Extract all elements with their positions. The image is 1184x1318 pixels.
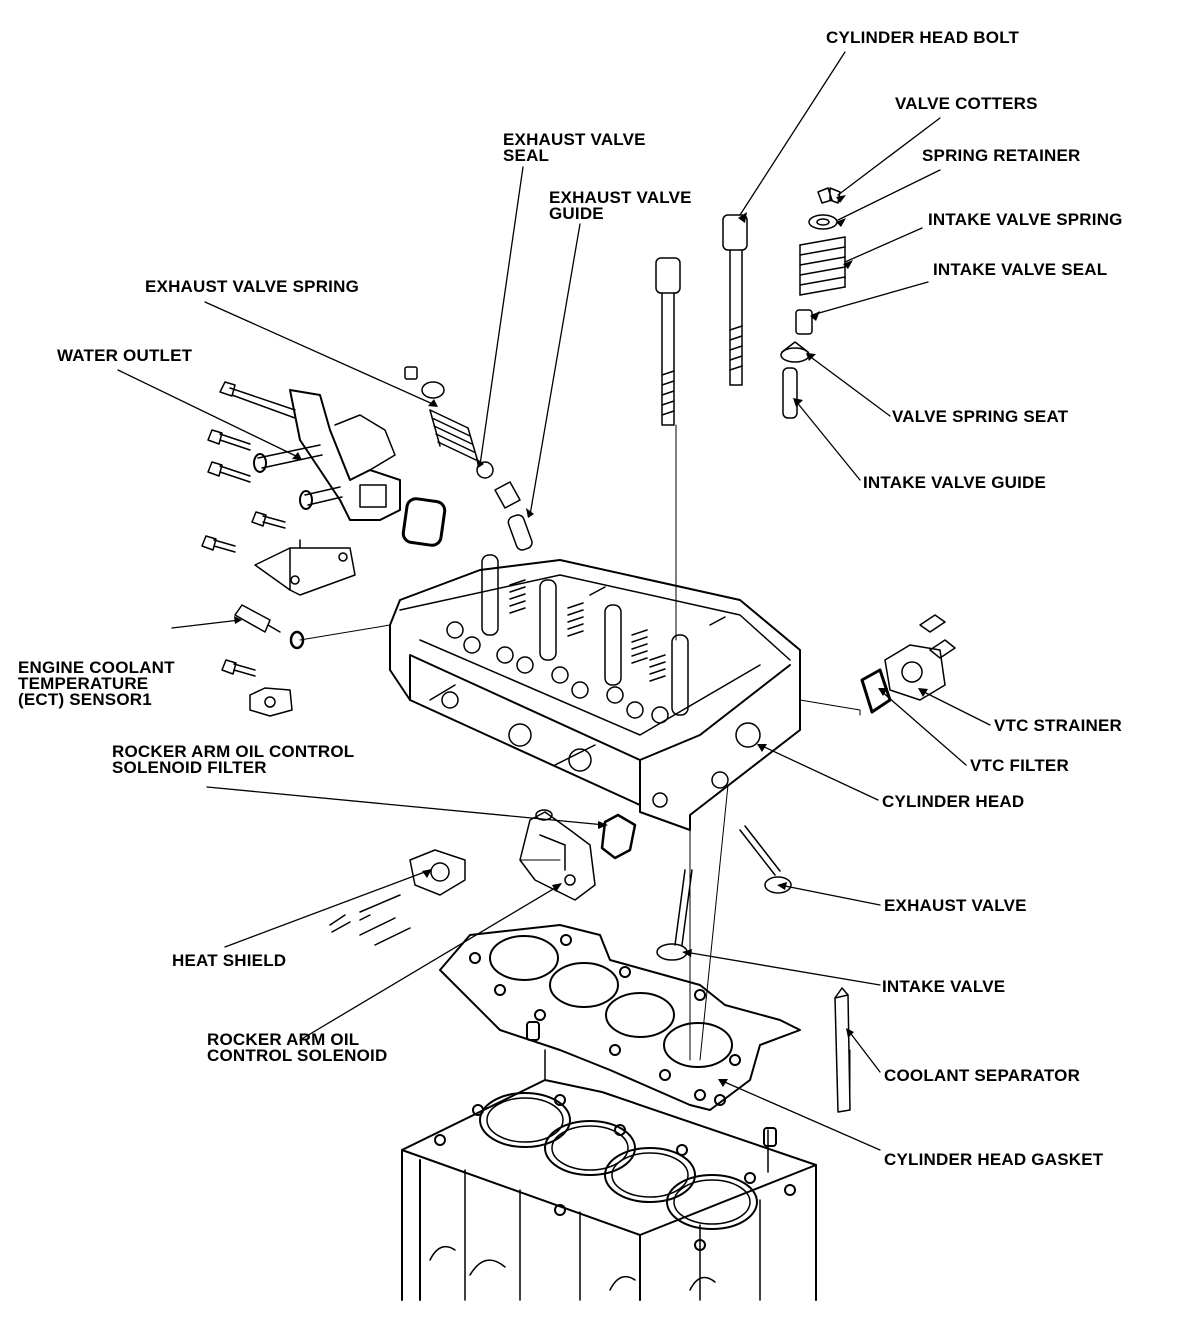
label-cylinder-head-bolt: CYLINDER HEAD BOLT xyxy=(826,28,1020,47)
label-ect-sensor-line2: TEMPERATURE xyxy=(18,674,149,693)
label-vtc-filter: VTC FILTER xyxy=(970,756,1069,775)
label-rocker-solenoid-line2: CONTROL SOLENOID xyxy=(207,1046,388,1065)
label-exhaust-valve-guide-line1: EXHAUST VALVE xyxy=(549,188,692,207)
label-intake-valve: INTAKE VALVE xyxy=(882,977,1006,996)
small-bracket xyxy=(249,687,293,717)
cylinder-head-bolts xyxy=(655,214,748,426)
label-water-outlet: WATER OUTLET xyxy=(57,346,193,365)
label-exhaust-valve-seal-line1: EXHAUST VALVE xyxy=(503,130,646,149)
label-exhaust-valve: EXHAUST VALVE xyxy=(884,896,1027,915)
label-intake-valve-spring: INTAKE VALVE SPRING xyxy=(928,210,1123,229)
label-heat-shield: HEAT SHIELD xyxy=(172,951,287,970)
label-rocker-solenoid-line1: ROCKER ARM OIL xyxy=(207,1030,360,1049)
vtc-parts xyxy=(860,614,956,714)
intake-valve-train xyxy=(780,187,846,419)
label-rocker-filter-line2: SOLENOID FILTER xyxy=(112,758,267,777)
label-cylinder-head-gasket: CYLINDER HEAD GASKET xyxy=(884,1150,1104,1169)
engine-block xyxy=(401,1021,817,1301)
label-vtc-strainer: VTC STRAINER xyxy=(994,716,1123,735)
label-exhaust-valve-guide-line2: GUIDE xyxy=(549,204,604,223)
exhaust-valve-train xyxy=(404,366,533,551)
label-ect-sensor-line3: (ECT) SENSOR1 xyxy=(18,690,152,709)
label-valve-spring-seat: VALVE SPRING SEAT xyxy=(892,407,1069,426)
cylinder-head xyxy=(389,554,801,831)
label-exhaust-valve-spring: EXHAUST VALVE SPRING xyxy=(145,277,360,296)
coolant-separator-part xyxy=(834,987,851,1113)
bracket-assembly xyxy=(254,539,356,596)
rocker-solenoid xyxy=(329,809,637,946)
label-ect-sensor-line1: ENGINE COOLANT xyxy=(18,658,175,677)
label-spring-retainer: SPRING RETAINER xyxy=(922,146,1081,165)
left-bolts xyxy=(201,381,296,677)
label-intake-valve-guide: INTAKE VALVE GUIDE xyxy=(863,473,1047,492)
ect-sensor xyxy=(234,604,305,650)
water-outlet xyxy=(253,389,447,547)
arrow-heads xyxy=(234,195,928,1087)
label-cylinder-head: CYLINDER HEAD xyxy=(882,792,1025,811)
valves xyxy=(656,825,792,961)
leader-lines xyxy=(117,51,991,1151)
label-intake-valve-seal: INTAKE VALVE SEAL xyxy=(933,260,1108,279)
head-gasket xyxy=(439,924,801,1111)
label-rocker-filter-line1: ROCKER ARM OIL CONTROL xyxy=(112,742,355,761)
label-valve-cotters: VALVE COTTERS xyxy=(895,94,1038,113)
label-exhaust-valve-seal-line2: SEAL xyxy=(503,146,550,165)
label-coolant-separator: COOLANT SEPARATOR xyxy=(884,1066,1081,1085)
